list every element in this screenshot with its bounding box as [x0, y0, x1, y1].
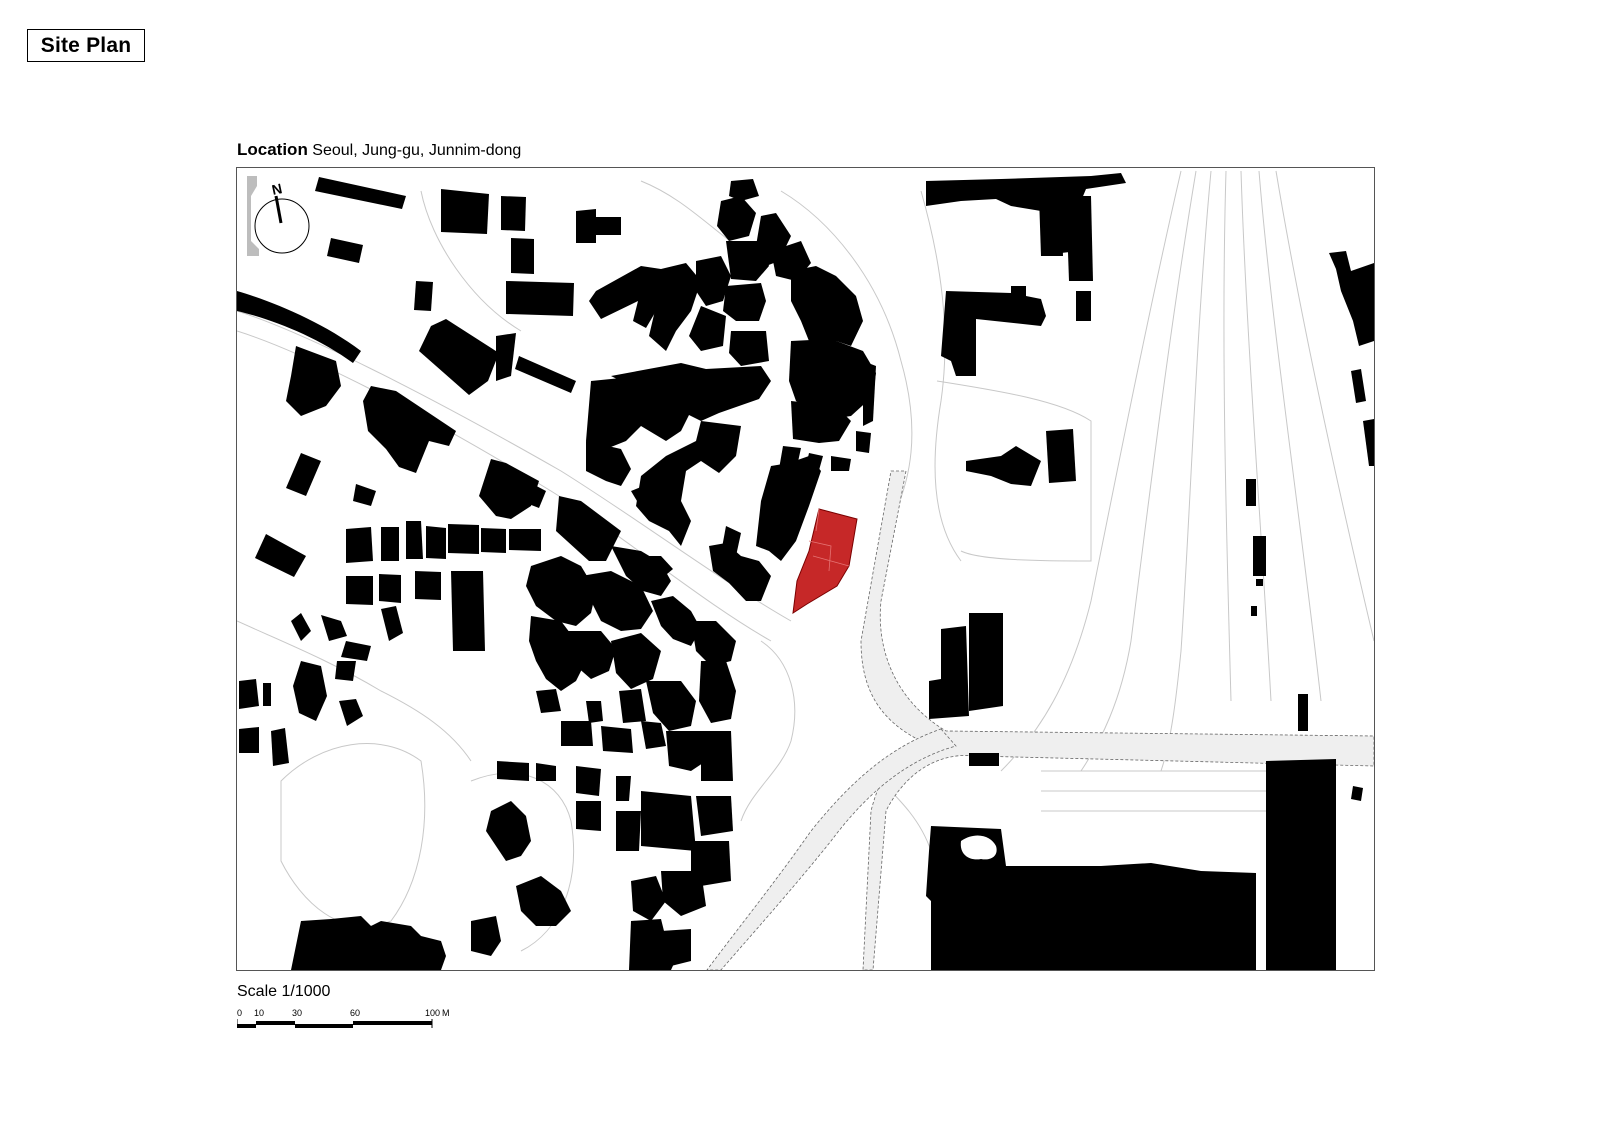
- north-arrow-letter: N: [270, 180, 283, 198]
- scale-tick-10: 10: [254, 1008, 264, 1018]
- scale-bar: 0 10 30 60 100 M: [237, 1008, 450, 1028]
- location-label: Location: [237, 140, 308, 159]
- scale-label: Scale 1/1000: [237, 983, 331, 1000]
- scale-tick-60: 60: [350, 1008, 360, 1018]
- scale-tick-0: 0: [237, 1008, 242, 1018]
- scale-segment-3: [295, 1024, 353, 1028]
- project-site: [792, 508, 858, 614]
- gray-patch: [247, 176, 259, 256]
- scale-segment-1: [237, 1024, 256, 1028]
- road-network: [706, 470, 1374, 970]
- north-arrow-icon: [254, 195, 310, 254]
- scale-unit: M: [442, 1008, 450, 1018]
- page-title: Site Plan: [27, 29, 145, 62]
- scale-segment-2: [256, 1021, 295, 1025]
- scale-segment-4: [353, 1021, 432, 1025]
- building-footprints: [237, 173, 1374, 970]
- scale-tick-100: 100: [425, 1008, 440, 1018]
- courtyard-cutout: [960, 835, 997, 860]
- scale-tick-30: 30: [292, 1008, 302, 1018]
- contour-lines: [237, 170, 1374, 952]
- site-plan-map: N: [236, 167, 1375, 971]
- location-value: Seoul, Jung-gu, Junnim-dong: [312, 142, 522, 159]
- location-line: Location Seoul, Jung-gu, Junnim-dong: [237, 140, 521, 160]
